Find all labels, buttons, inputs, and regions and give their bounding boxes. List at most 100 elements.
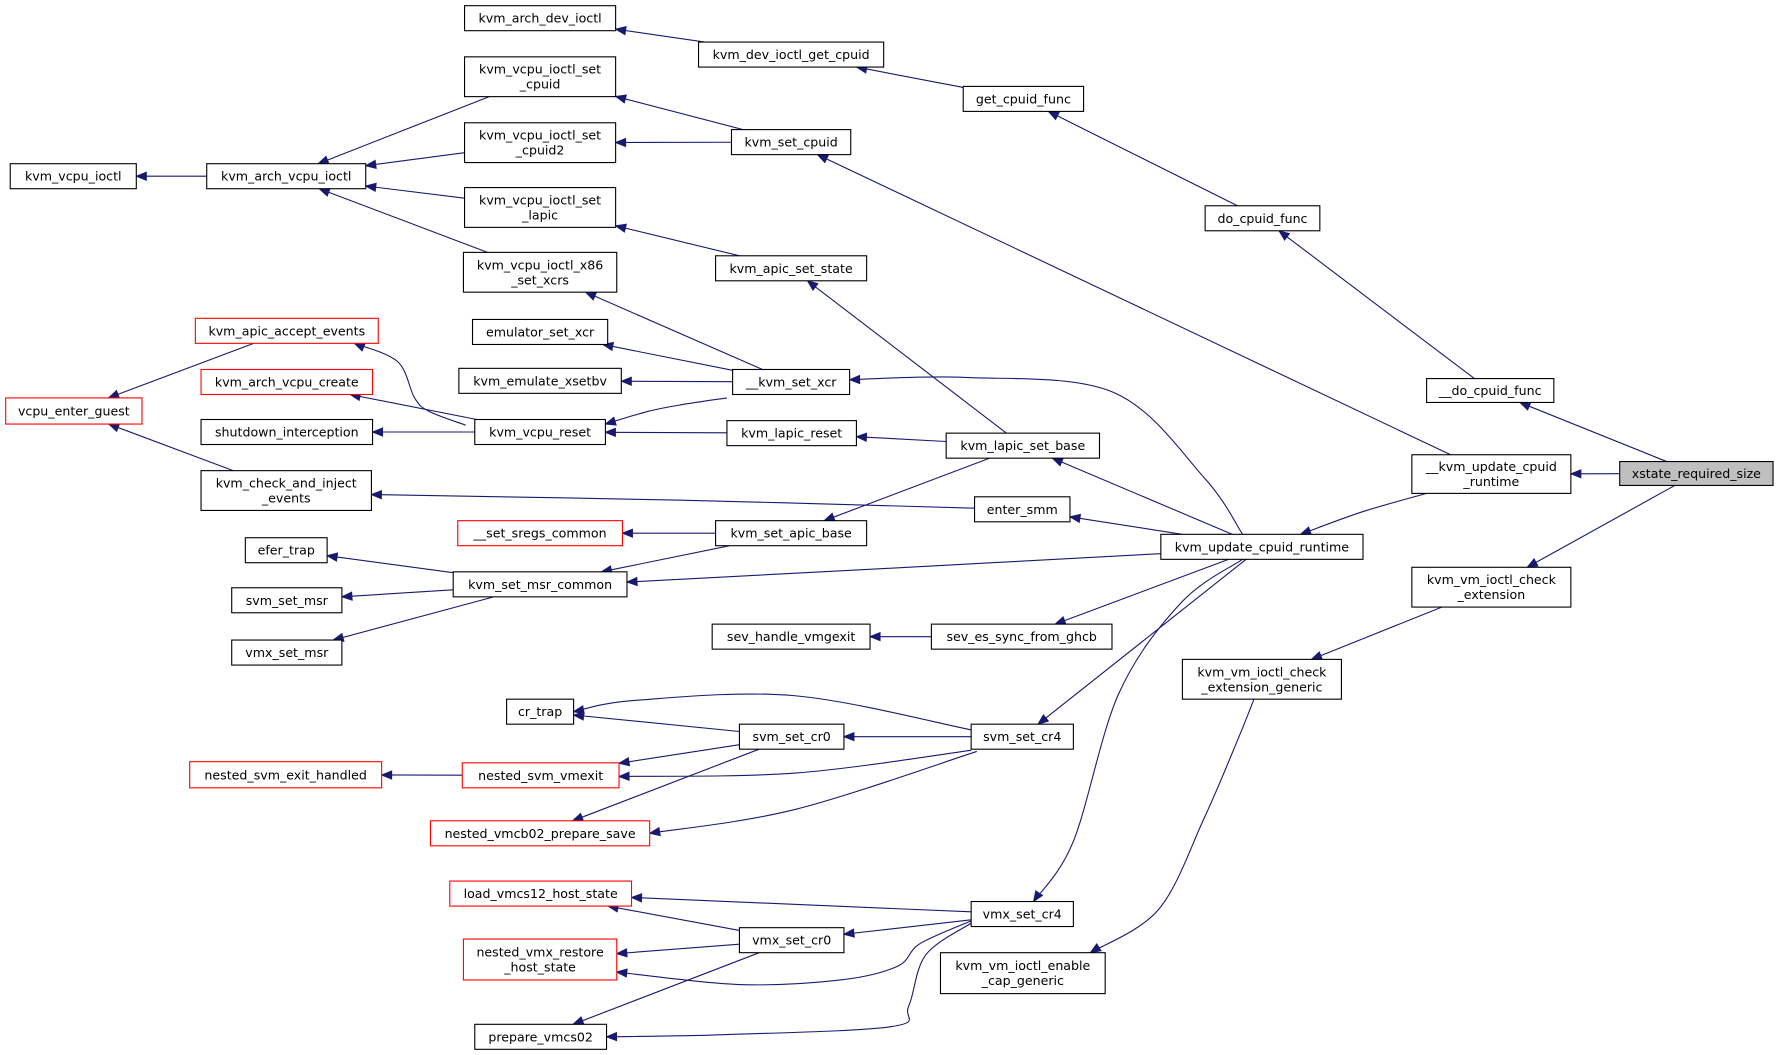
node-__set_sregs_common[interactable]: __set_sregs_common [457,520,623,547]
node-label: kvm_vm_ioctl_enable [955,958,1090,973]
node-load_vmcs12_host_state[interactable]: load_vmcs12_host_state [449,880,633,907]
node-kvm_emulate_xsetbv[interactable]: kvm_emulate_xsetbv [458,367,622,394]
node-efer_trap[interactable]: efer_trap [244,537,328,564]
call-edge-kvm_arch_dev_ioctl-to-kvm_dev_ioctl_get_cpuid [614,25,705,43]
node-kvm_vm_ioctl_check_extension[interactable]: kvm_vm_ioctl_check_extension [1411,566,1572,608]
node-kvm_apic_set_state[interactable]: kvm_apic_set_state [715,255,868,282]
call-edge-arrowhead [604,416,617,426]
node-kvm_vm_ioctl_enable_cap_generic[interactable]: kvm_vm_ioctl_enable_cap_generic [939,952,1106,995]
node-do_cpuid_func[interactable]: do_cpuid_func [1204,205,1321,232]
node-box [939,952,1106,995]
node-nested_svm_exit_handled[interactable]: nested_svm_exit_handled [189,761,383,789]
node-box [429,820,651,847]
call-edge-line [354,342,466,426]
call-edge-sev_es_sync_from_ghcb-to-kvm_update_cpuid_runtime [1053,558,1229,625]
node-cr_trap[interactable]: cr_trap [506,698,575,725]
node-vmx_set_cr4[interactable]: vmx_set_cr4 [970,900,1074,928]
call-edge-arrowhead [571,812,585,822]
node-label: _cap_generic [981,973,1064,988]
call-edge-kvm_vcpu_ioctl-to-kvm_arch_vcpu_ioctl [134,171,207,181]
call-edge-arrowhead [614,94,627,104]
node-nested_vmx_restore_host_state[interactable]: nested_vmx_restore_host_state [462,938,618,981]
node-label: efer_trap [258,543,315,558]
node-prepare_vmcs02[interactable]: prepare_vmcs02 [474,1023,608,1050]
call-edge-svm_set_cr4-to-kvm_update_cpuid_runtime [1036,558,1247,726]
node-kvm_vm_ioctl_check_extension_generic[interactable]: kvm_vm_ioctl_check_extension_generic [1181,658,1342,700]
call-edge-arrowhead [1051,457,1064,467]
node-kvm_arch_dev_ioctl[interactable]: kvm_arch_dev_ioctl [464,5,617,32]
call-edge-arrowhead [855,432,868,442]
call-edge-line [1033,558,1243,902]
node-svm_set_cr0[interactable]: svm_set_cr0 [738,723,845,750]
call-edge-vmx_set_cr0-to-vmx_set_cr4 [842,919,972,938]
node-vcpu_enter_guest[interactable]: vcpu_enter_guest [5,397,143,425]
node-kvm_arch_vcpu_create[interactable]: kvm_arch_vcpu_create [200,368,374,396]
call-edge-arrowhead [1518,401,1532,411]
node-kvm_vcpu_ioctl_x86_set_xcrs[interactable]: kvm_vcpu_ioctl_x86_set_xcrs [462,251,618,293]
call-edge-vcpu_enter_guest-to-kvm_apic_accept_events [107,342,254,399]
node-nested_svm_vmexit[interactable]: nested_svm_vmexit [461,762,620,789]
node-nested_vmcb02_prepare_save[interactable]: nested_vmcb02_prepare_save [429,820,651,847]
call-edge-line [341,589,454,598]
node-kvm_vcpu_reset[interactable]: kvm_vcpu_reset [474,418,606,446]
call-edge-line [327,555,454,574]
node-kvm_vcpu_ioctl[interactable]: kvm_vcpu_ioctl [9,163,137,190]
node-kvm_apic_accept_events[interactable]: kvm_apic_accept_events [194,317,379,344]
node-box [970,723,1074,750]
node-kvm_vcpu_ioctl_set_cpuid2[interactable]: kvm_vcpu_ioctl_set_cpuid2 [464,122,617,164]
node-box [461,762,620,789]
node-label: kvm_set_cpuid [744,135,837,150]
node-box [462,251,618,293]
node-kvm_set_apic_base[interactable]: kvm_set_apic_base [715,520,868,547]
node-label: cr_trap [518,704,562,719]
node-kvm_update_cpuid_runtime[interactable]: kvm_update_cpuid_runtime [1160,533,1364,560]
node-kvm_arch_vcpu_ioctl[interactable]: kvm_arch_vcpu_ioctl [206,163,367,190]
node-kvm_lapic_set_base[interactable]: kvm_lapic_set_base [945,432,1101,459]
call-edge-line [605,397,728,425]
call-edge-arrowhead [1526,558,1539,568]
node-__kvm_update_cpuid_runtime[interactable]: __kvm_update_cpuid_runtime [1411,454,1572,494]
call-edge-line [631,896,972,913]
node-svm_set_msr[interactable]: svm_set_msr [231,587,343,614]
call-edge-line [621,380,733,383]
node-kvm_set_cpuid[interactable]: kvm_set_cpuid [730,129,852,156]
node-__do_cpuid_func[interactable]: __do_cpuid_func [1426,378,1555,403]
node-box [1160,533,1364,560]
call-edge-line [856,66,964,88]
call-edge-arrowhead [816,154,830,164]
node-label: kvm_set_msr_common [468,577,612,592]
node-emulator_set_xcr[interactable]: emulator_set_xcr [471,318,609,346]
node-kvm_dev_ioctl_get_cpuid[interactable]: kvm_dev_ioctl_get_cpuid [697,41,885,68]
node-vmx_set_cr0[interactable]: vmx_set_cr0 [738,927,845,954]
call-edge-line [1300,492,1427,535]
call-edge-kvm_update_cpuid_runtime-to-__kvm_update_cpuid_runtime [1299,492,1427,536]
node-kvm_lapic_reset[interactable]: kvm_lapic_reset [726,420,857,447]
node-shutdown_interception[interactable]: shutdown_interception [200,418,374,446]
node-get_cpuid_func[interactable]: get_cpuid_func [962,85,1085,112]
call-edge-arrowhead [615,948,628,958]
call-edge-arrowhead [614,223,627,233]
call-edge-arrowhead [318,188,331,197]
node-kvm_set_msr_common[interactable]: kvm_set_msr_common [452,571,628,598]
node-sev_es_sync_from_ghcb[interactable]: sev_es_sync_from_ghcb [930,623,1113,650]
call-edge-line [1519,401,1667,463]
node-kvm_check_and_inject_events[interactable]: kvm_check_and_inject_events [200,470,372,511]
call-edge-line [1526,484,1676,568]
call-edge-line [615,28,705,43]
call-edge-line [615,225,740,257]
node-enter_smm[interactable]: enter_smm [974,496,1071,523]
node-box [738,927,845,954]
node-__kvm_set_xcr[interactable]: __kvm_set_xcr [732,368,851,396]
node-kvm_vcpu_ioctl_set_lapic[interactable]: kvm_vcpu_ioctl_set_lapic [464,187,617,228]
node-svm_set_cr4[interactable]: svm_set_cr4 [970,723,1074,750]
node-kvm_vcpu_ioctl_set_cpuid[interactable]: kvm_vcpu_ioctl_set_cpuid [464,56,617,98]
node-label: kvm_vcpu_ioctl_set [479,128,601,143]
node-vmx_set_msr[interactable]: vmx_set_msr [231,639,343,666]
node-sev_handle_vmgexit[interactable]: sev_handle_vmgexit [711,623,871,650]
call-edge-arrowhead [353,342,366,352]
node-label: kvm_arch_vcpu_ioctl [221,169,351,184]
call-edge-kvm_set_msr_common-to-kvm_update_cpuid_runtime [625,553,1161,587]
node-box [231,639,343,666]
node-box [464,5,617,32]
